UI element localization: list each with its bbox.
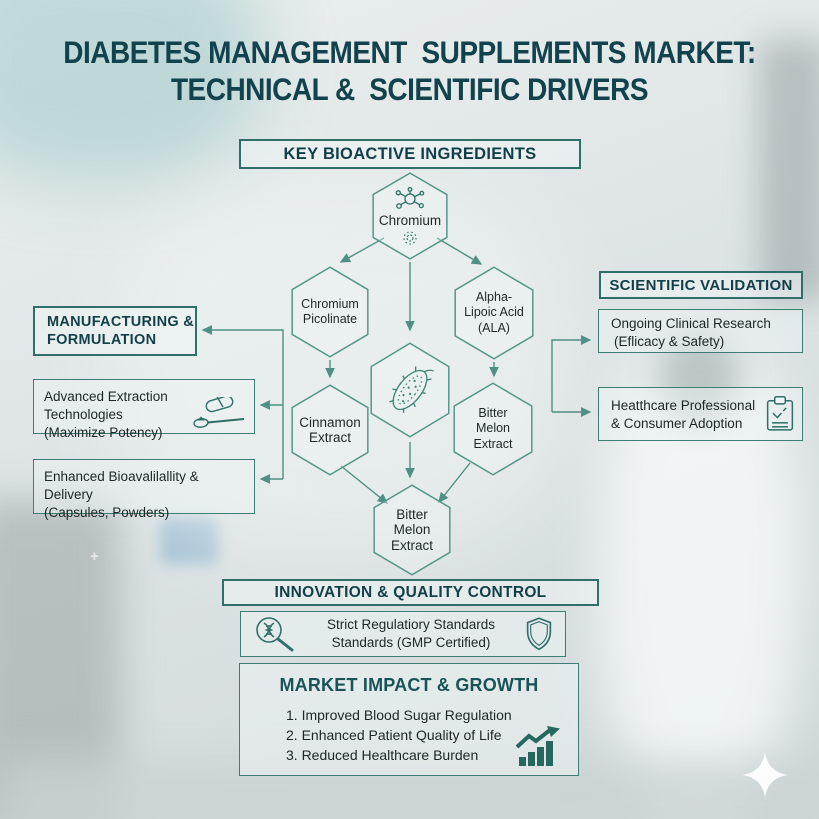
shield-icon [526,617,552,651]
hexagon-bitter-melon-illustration [370,342,450,438]
clinical-research-box: Ongoing Clinical Research (Eflicacy & Sa… [598,309,803,353]
pill-spoon-icon [193,397,245,428]
hexagon-chromium: Chromium [372,172,448,260]
adoption-line2: & Consumer Adoption [611,416,743,431]
impact-item-2: 2. Enhanced Patient Quality of Life [286,727,502,743]
growth-chart-icon [515,726,560,766]
dna-magnifier-icon [256,617,294,652]
clinical-research-line1: Ongoing Clinical Research [611,316,771,331]
adoption-box: Heatthcare Professional & Consumer Adopt… [598,387,803,441]
innovation-quality-header: INNOVATION & QUALITY CONTROL [222,579,599,606]
hexagon-bitter-melon-extract-bottom-label: Bitter Melon Extract [390,506,433,553]
clipboard-check-icon [766,396,794,431]
hexagon-chromium-label: Chromium [378,212,442,228]
manufacturing-formulation-header: MANUFACTURING & FORMULATION [33,306,197,356]
hexagon-bitter-melon-extract-right: Bitter Melon Extract [453,382,533,476]
hexagon-cinnamon-extract-label: Cinnamon Extract [299,414,361,446]
enhanced-bioavailability-box: Enhanced Bioavalilallity & Delivery (Cap… [33,459,255,520]
impact-item-1: 1. Improved Blood Sugar Regulation [286,707,512,723]
molecule-icon [395,186,425,209]
hexagon-cinnamon-extract: Cinnamon Extract [291,384,369,476]
enhanced-bioavailability-line1: Enhanced Bioavalilallity & Delivery [44,469,199,502]
market-impact-title: MARKET IMPACT & GROWTH [279,675,539,695]
regulatory-standards-line2: Standards (GMP Certified) [331,635,491,650]
title-line-1: DIABETES MANAGEMENT SUPPLEMENTS MARKET: [63,35,756,70]
key-bioactive-ingredients-label: KEY BIOACTIVE INGREDIENTS [283,144,537,163]
regulatory-standards-line1: Strict Regulatiory Standards [326,617,496,632]
scientific-validation-label: SCIENTIFIC VALIDATION [609,276,793,294]
crystal-icon [403,231,417,245]
hexagon-alpha-lipoic-acid: Alpha-Lipoic Acid (ALA) [454,266,534,360]
regulatory-standards-text: Strict Regulatiory Standards Standards (… [297,616,525,652]
hexagon-bitter-melon-extract-bottom: Bitter Melon Extract [373,484,451,576]
page-title: DIABETES MANAGEMENT SUPPLEMENTS MARKET:T… [30,34,789,108]
manufacturing-formulation-label: MANUFACTURING & FORMULATION [47,314,195,348]
sparkle-icon [742,752,788,798]
hexagon-chromium-picolinate: Chromium Picolinate [291,266,369,358]
adoption-line1: Heatthcare Professional [611,398,756,413]
hexagon-alpha-lipoic-acid-label: Alpha-Lipoic Acid (ALA) [464,289,524,335]
advanced-extraction-box: Advanced Extraction Technologies (Maximi… [33,379,255,440]
title-line-2: TECHNICAL & SCIENTIFIC DRIVERS [170,72,649,107]
hexagon-bitter-melon-extract-right-label: Bitter Melon Extract [473,405,513,451]
innovation-quality-label: INNOVATION & QUALITY CONTROL [274,583,547,601]
clinical-research-line2: (Eflicacy & Safety) [614,334,725,349]
key-bioactive-ingredients-header: KEY BIOACTIVE INGREDIENTS [239,139,581,169]
hexagon-chromium-picolinate-label: Chromium Picolinate [301,296,359,327]
regulatory-standards-box: Strict Regulatiory Standards Standards (… [240,611,566,657]
enhanced-bioavailability-line2: (Capsules, Powders) [44,505,170,520]
market-impact-box: MARKET IMPACT & GROWTH 1. Improved Blood… [239,663,579,776]
scientific-validation-header: SCIENTIFIC VALIDATION [599,271,803,299]
bitter-melon-icon [389,366,434,413]
